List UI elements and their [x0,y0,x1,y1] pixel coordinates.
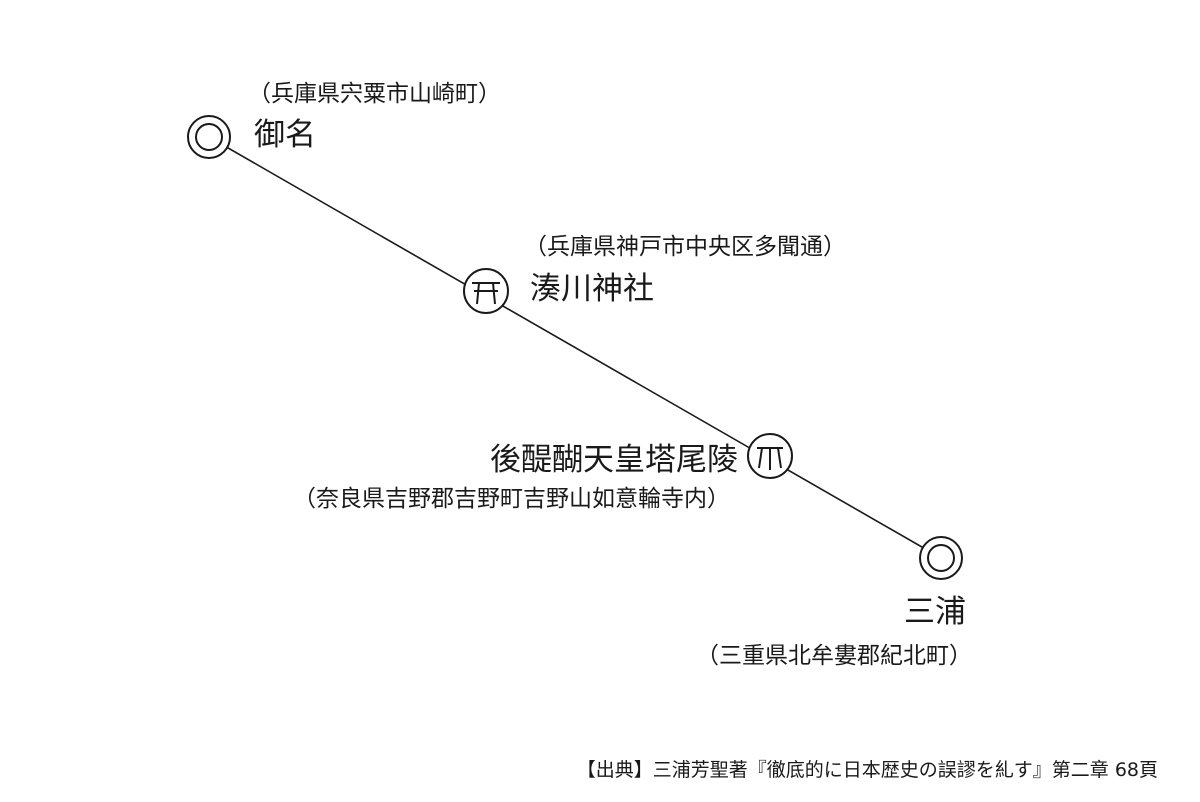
place-address-minatogawa: （兵庫県神戸市中央区多聞通） [524,234,846,260]
place-address-mina: （兵庫県宍粟市山崎町） [248,81,501,107]
place-name-miura: 三浦 [904,594,966,630]
place-name-mina: 御名 [254,117,316,153]
temple-icon [747,433,793,479]
double-circle-icon [187,115,231,159]
shrine-icon [463,268,509,314]
place-name-minatogawa: 湊川神社 [530,271,654,307]
place-name-godaigo: 後醍醐天皇塔尾陵 [490,442,738,478]
source-note: 【出典】三浦芳聖著『徹底的に日本歴史の誤謬を糺す』第二章 68頁 [577,759,1158,781]
place-address-godaigo: （奈良県吉野郡吉野町吉野山如意輪寺内） [293,486,730,512]
double-circle-icon [919,536,963,580]
route-line [208,136,942,559]
place-address-miura: （三重県北牟婁郡紀北町） [696,643,972,669]
